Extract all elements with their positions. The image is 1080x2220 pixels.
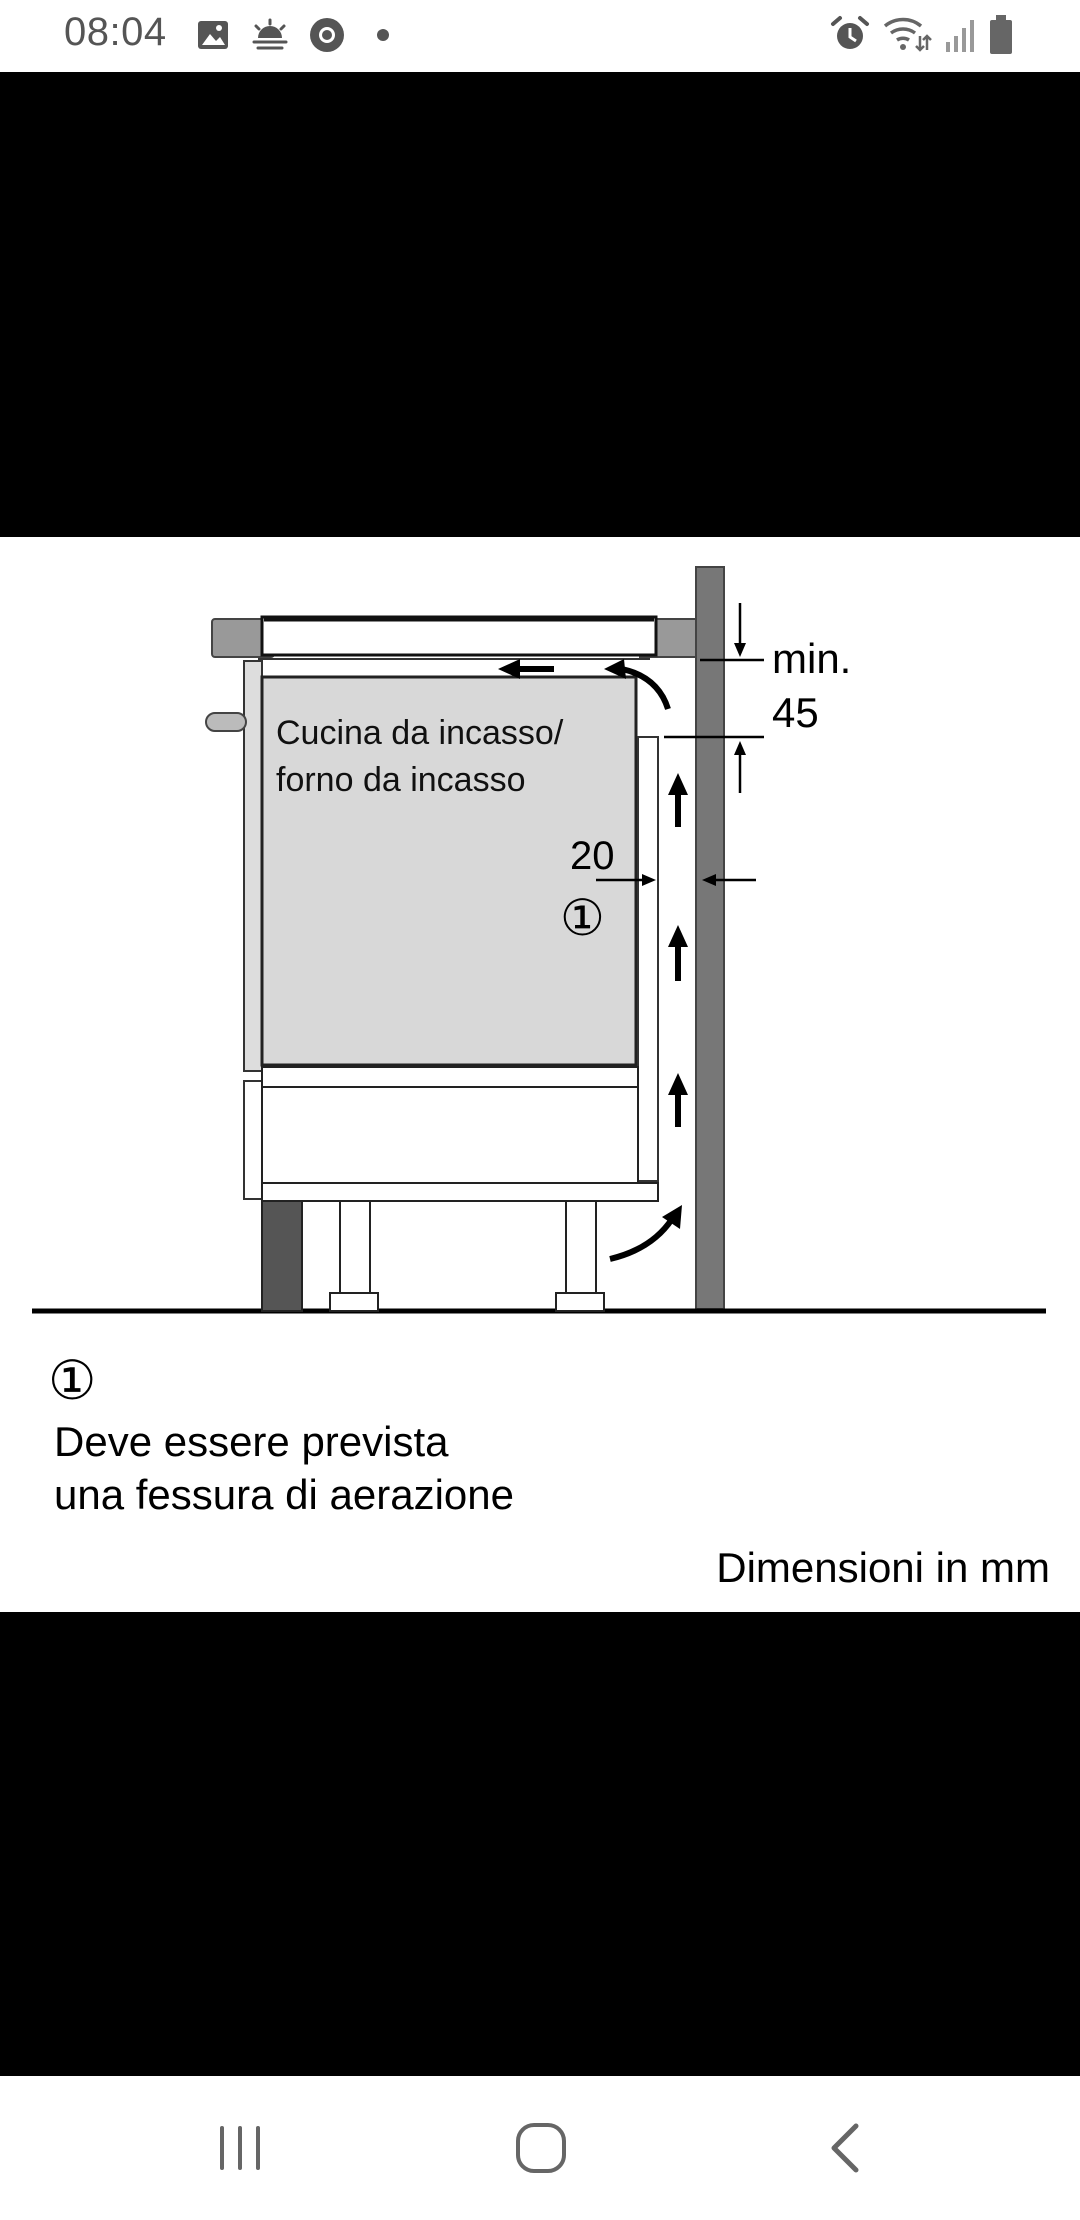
back-icon <box>831 2123 859 2173</box>
legend-line1: Deve essere prevista <box>54 1418 449 1465</box>
diagram-svg: min. 45 20 ① Cucina da incasso/ forno da… <box>32 566 1050 1591</box>
cabinet-foot-left <box>329 1200 379 1312</box>
cabinet-foot-right <box>555 1200 605 1312</box>
legend-line2: una fessura di aerazione <box>54 1471 514 1518</box>
wall <box>695 566 725 1310</box>
airflow-arrows <box>668 773 688 1127</box>
weather-icon <box>252 18 288 50</box>
min-label: min. <box>772 635 851 682</box>
status-time: 08:04 <box>64 10 167 54</box>
navigation-bar <box>0 2076 1080 2220</box>
units-note: Dimensioni in mm <box>716 1544 1050 1591</box>
alarm-icon <box>831 16 869 49</box>
airflow-curve-bottom <box>609 1217 675 1262</box>
airflow-curve-top <box>621 666 671 710</box>
drawer <box>261 1086 639 1184</box>
recent-apps-button[interactable] <box>200 2116 280 2180</box>
oven-body <box>260 675 638 1067</box>
appliance-label-line2: forno da incasso <box>276 761 526 799</box>
legend-marker: ① <box>48 1351 96 1411</box>
appliance-label-line1: Cucina da incasso/ <box>276 714 564 752</box>
gap-value: 20 <box>570 834 615 878</box>
status-bar: 08:04 <box>0 0 1080 72</box>
back-button[interactable] <box>804 2116 884 2180</box>
cabinet-back-panel <box>637 736 659 1182</box>
plinth <box>261 1200 303 1312</box>
gap-marker: ① <box>560 890 605 946</box>
recent-apps-icon <box>220 2126 260 2170</box>
dot-icon <box>377 29 389 41</box>
signal-icon <box>946 20 974 52</box>
oven-bottom-trim <box>261 1066 639 1088</box>
battery-icon <box>990 15 1012 54</box>
home-button[interactable] <box>502 2116 582 2180</box>
installation-diagram[interactable]: min. 45 20 ① Cucina da incasso/ forno da… <box>0 537 1080 1612</box>
chrome-icon <box>310 18 344 52</box>
gallery-icon <box>198 21 228 49</box>
min-value: 45 <box>772 689 819 736</box>
oven-knob <box>205 712 247 732</box>
cabinet-base <box>261 1182 659 1202</box>
hob-glass <box>260 615 658 657</box>
home-icon <box>516 2123 566 2173</box>
wifi-icon <box>883 17 932 52</box>
